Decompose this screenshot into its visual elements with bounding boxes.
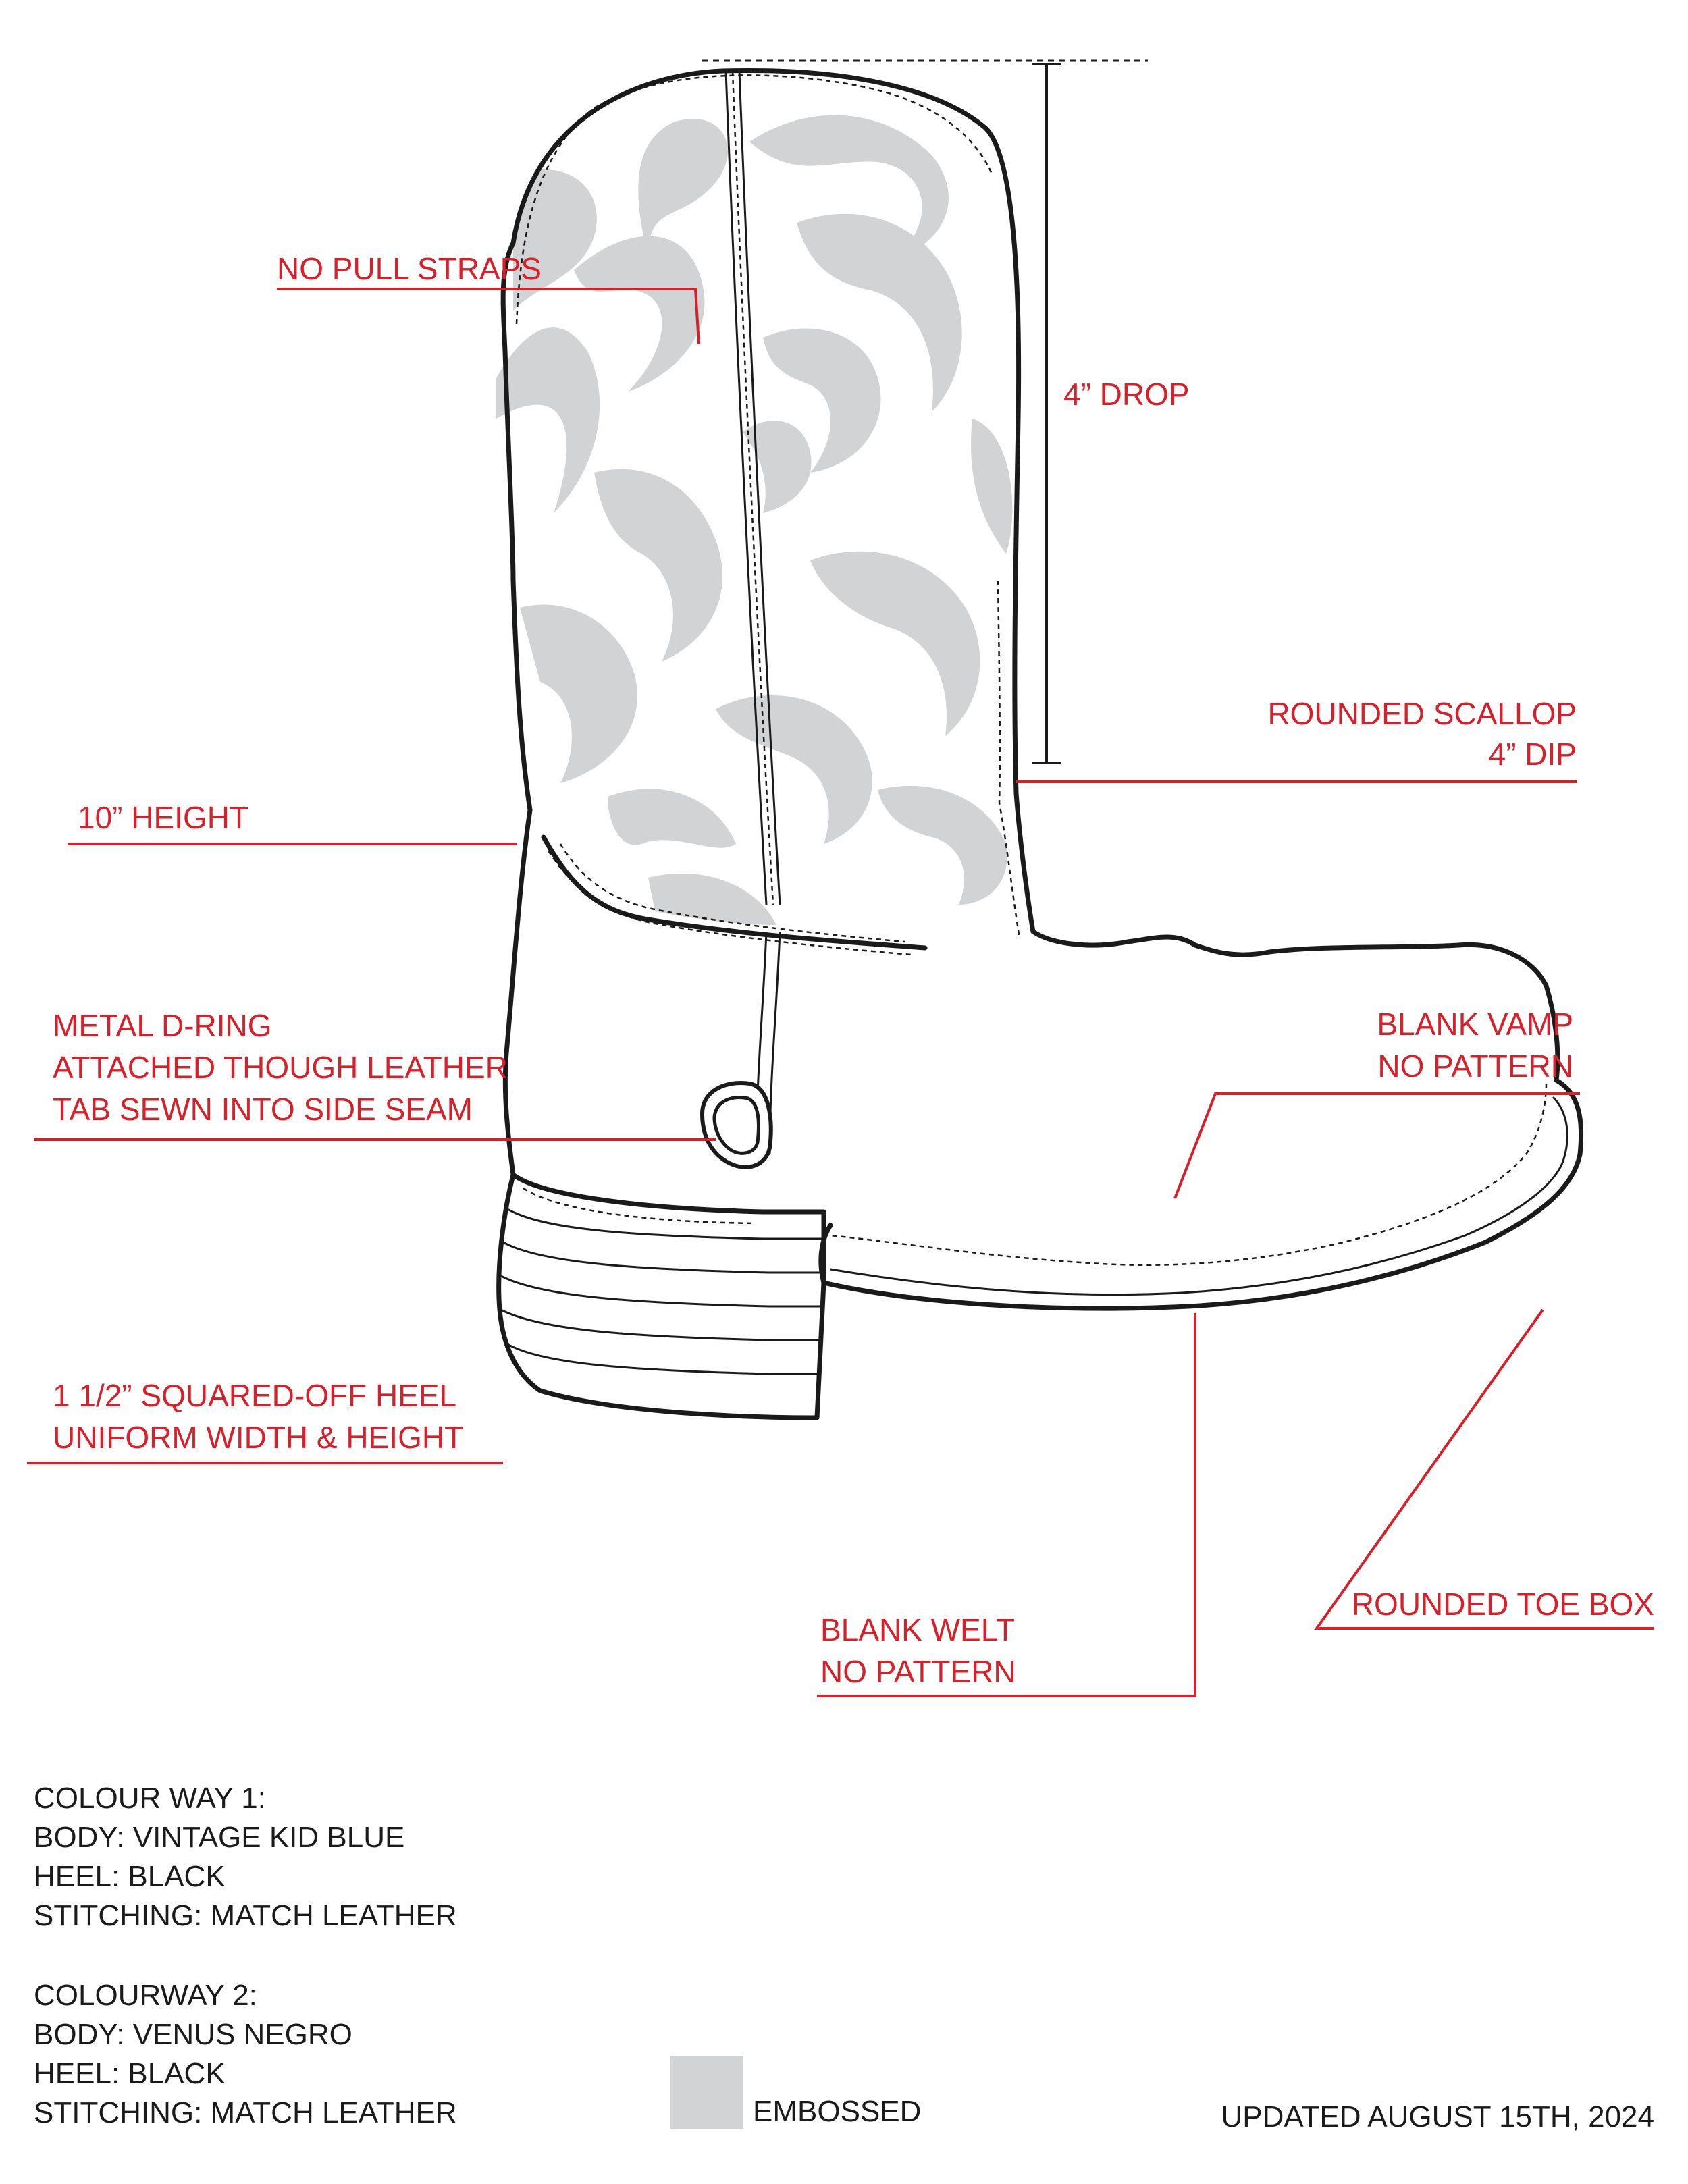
callout-leaders bbox=[27, 288, 1654, 1697]
callout-heel-line2: UNIFORM WIDTH & HEIGHT bbox=[53, 1420, 463, 1455]
callout-drop: 4” DROP bbox=[1063, 377, 1190, 412]
callout-welt-line2: NO PATTERN bbox=[820, 1654, 1016, 1689]
embossed-legend: EMBOSSED bbox=[670, 2056, 921, 2129]
colourway-2-title: COLOURWAY 2: bbox=[34, 1979, 257, 2012]
callout-scallop-line2: 4” DIP bbox=[1489, 737, 1577, 772]
d-ring-icon bbox=[700, 1081, 773, 1169]
callout-dring-line3: TAB SEWN INTO SIDE SEAM bbox=[53, 1092, 473, 1127]
boot-illustration bbox=[496, 68, 1584, 1420]
callout-labels: NO PULL STRAPS 4” DROP ROUNDED SCALLOP 4… bbox=[53, 251, 1654, 1689]
callout-scallop-line1: ROUNDED SCALLOP bbox=[1267, 696, 1577, 731]
updated-date: UPDATED AUGUST 15TH, 2024 bbox=[1221, 2100, 1654, 2133]
embossed-swatch bbox=[670, 2056, 743, 2129]
colourway-2-body: BODY: VENUS NEGRO bbox=[34, 2018, 352, 2051]
callout-heel-line1: 1 1/2” SQUARED-OFF HEEL bbox=[53, 1378, 456, 1413]
callout-pull-straps: NO PULL STRAPS bbox=[277, 251, 542, 286]
callout-welt-line1: BLANK WELT bbox=[820, 1612, 1015, 1647]
callout-toe: ROUNDED TOE BOX bbox=[1352, 1587, 1654, 1622]
colourway-1-body: BODY: VINTAGE KID BLUE bbox=[34, 1821, 404, 1854]
callout-dring-line2: ATTACHED THOUGH LEATHER bbox=[53, 1050, 508, 1085]
colourway-specs: COLOUR WAY 1: BODY: VINTAGE KID BLUE HEE… bbox=[34, 1782, 457, 2129]
colourway-1-stitching: STITCHING: MATCH LEATHER bbox=[34, 1899, 457, 1932]
callout-dring-line1: METAL D-RING bbox=[53, 1008, 272, 1043]
colourway-1-title: COLOUR WAY 1: bbox=[34, 1782, 266, 1815]
embossed-label: EMBOSSED bbox=[753, 2095, 921, 2128]
colourway-1-heel: HEEL: BLACK bbox=[34, 1860, 226, 1893]
colourway-2-stitching: STITCHING: MATCH LEATHER bbox=[34, 2096, 457, 2129]
embossed-pattern bbox=[496, 115, 1013, 925]
callout-vamp-line2: NO PATTERN bbox=[1377, 1048, 1573, 1084]
callout-height: 10” HEIGHT bbox=[78, 800, 248, 835]
colourway-2-heel: HEEL: BLACK bbox=[34, 2057, 226, 2090]
drop-measurement bbox=[702, 59, 1148, 764]
callout-vamp-line1: BLANK VAMP bbox=[1377, 1007, 1573, 1042]
